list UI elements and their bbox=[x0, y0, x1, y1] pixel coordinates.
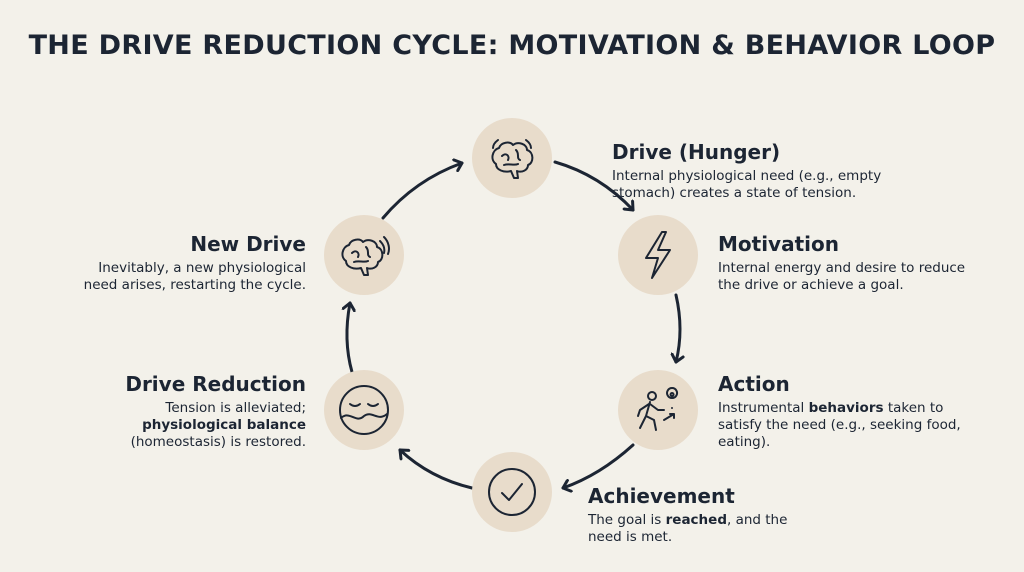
lightning-icon bbox=[645, 231, 671, 279]
reduction-circle bbox=[324, 370, 404, 450]
stage-description: Internal energy and desire to reduce the… bbox=[718, 260, 966, 293]
text: , and the need is met. bbox=[588, 512, 788, 545]
stage-description: Instrumental behaviors taken to satisfy … bbox=[718, 400, 968, 451]
stage-drive: Drive (Hunger) Internal physiological ne… bbox=[612, 140, 942, 202]
stage-action: Action Instrumental behaviors taken to s… bbox=[718, 372, 968, 451]
text: Tension is alleviated; bbox=[165, 400, 306, 416]
arrow-drive-to-motivation bbox=[553, 160, 635, 212]
new-drive-circle bbox=[324, 215, 404, 295]
arrow-newdrive-to-drive bbox=[381, 163, 464, 220]
arrow-action-to-achievement bbox=[561, 443, 635, 488]
stage-heading: Motivation bbox=[718, 232, 839, 256]
calm-face-icon bbox=[339, 385, 389, 435]
bold-text: physiological balance bbox=[142, 417, 306, 433]
text: (homeostasis) is restored. bbox=[130, 434, 306, 450]
text: taken to satisfy the need (e.g., seeking… bbox=[718, 400, 961, 450]
stage-description: The goal is reached, and the need is met… bbox=[588, 512, 788, 546]
brain-icon bbox=[341, 236, 390, 276]
diagram-title: THE DRIVE REDUCTION CYCLE: MOTIVATION & … bbox=[28, 30, 996, 61]
checkmark-icon bbox=[488, 468, 536, 516]
achievement-circle bbox=[472, 452, 552, 532]
stage-heading: Action bbox=[718, 372, 790, 396]
walking-person-icon bbox=[637, 387, 679, 431]
brain-icon bbox=[491, 136, 534, 179]
arrow-achievement-to-reduction bbox=[398, 448, 474, 490]
stage-achievement: Achievement The goal is reached, and the… bbox=[588, 484, 788, 546]
stage-description: Tension is alleviated; physiological bal… bbox=[110, 400, 306, 451]
stage-heading: Drive Reduction bbox=[125, 372, 306, 396]
bold-text: behaviors bbox=[808, 400, 884, 416]
text: Instrumental bbox=[718, 400, 809, 416]
motivation-circle bbox=[618, 215, 698, 295]
drive-circle bbox=[472, 118, 552, 198]
stage-heading: New Drive bbox=[190, 232, 306, 256]
stage-description: Inevitably, a new physiological need ari… bbox=[83, 260, 306, 293]
stage-new-drive: New Drive Inevitably, a new physiologica… bbox=[66, 232, 306, 294]
stage-heading: Achievement bbox=[588, 484, 735, 508]
stage-drive-reduction: Drive Reduction Tension is alleviated; p… bbox=[110, 372, 306, 451]
text: The goal is bbox=[588, 512, 666, 528]
bold-text: reached bbox=[665, 512, 727, 528]
stage-description: Internal physiological need (e.g., empty… bbox=[612, 168, 882, 201]
arrow-reduction-to-newdrive bbox=[347, 301, 352, 374]
stage-motivation: Motivation Internal energy and desire to… bbox=[718, 232, 988, 294]
stage-heading: Drive (Hunger) bbox=[612, 140, 781, 164]
arrow-motivation-to-action bbox=[676, 293, 680, 364]
